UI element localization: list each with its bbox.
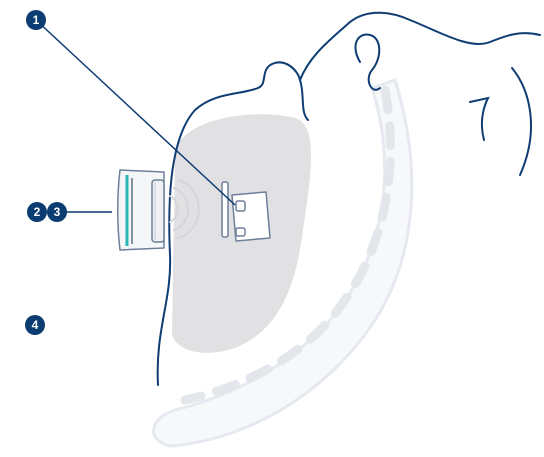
callout-badge-1: 1 <box>26 10 46 30</box>
callout-badge-2: 2 <box>27 202 47 222</box>
ear-outline <box>355 35 380 90</box>
callout-badge-4: 4 <box>25 315 45 335</box>
arm-outline <box>512 68 531 175</box>
skin-contact-bar <box>222 182 228 237</box>
implant-device <box>232 192 270 241</box>
callout-badge-3: 3 <box>47 202 67 222</box>
hand-outline <box>470 98 488 140</box>
reader-device <box>118 170 164 250</box>
head-outline <box>300 13 540 80</box>
